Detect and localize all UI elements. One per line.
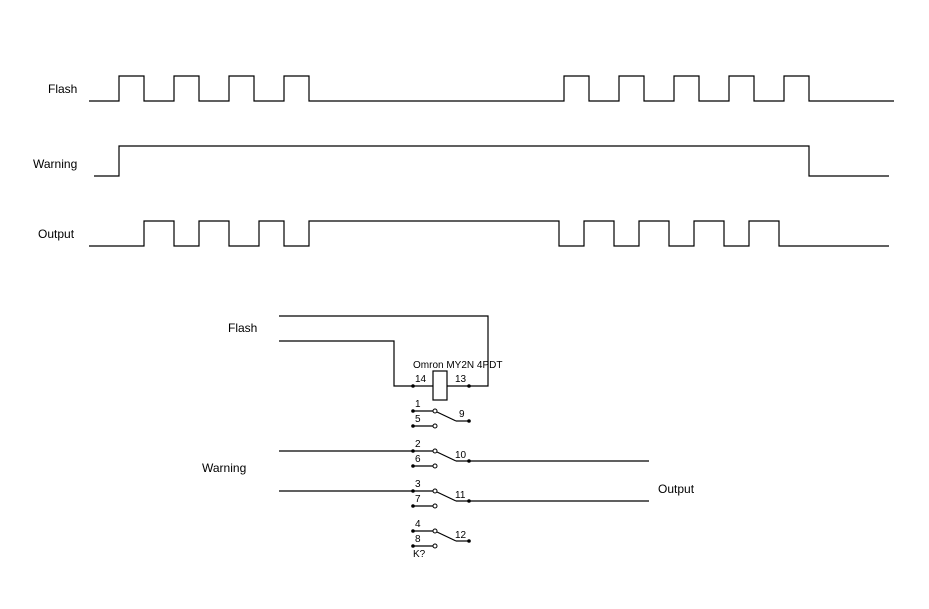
flash-wire-top [279,315,489,387]
waveform-warning [94,145,889,177]
pole-4-no-pin: 8 [415,534,421,545]
pole-1-com-pin: 9 [459,409,465,420]
pole-2-com-pin: 10 [455,450,467,461]
output-label: Output [658,482,695,496]
pole-3-no-pin: 7 [415,494,421,505]
pole-3-nc-pin: 3 [415,479,421,490]
waveform-flash [89,75,894,102]
relay-coil: 14 13 [411,370,471,401]
relay-pole-1: 1 5 9 [411,399,471,429]
input-label-warning: Warning [202,461,246,475]
pole-4-com-pin: 12 [455,530,467,541]
signal-label-warning: Warning [33,157,77,171]
signal-label-output: Output [38,227,75,241]
pole-2-no-pin: 6 [415,454,421,465]
waveform-output [89,220,889,247]
flash-wire-bottom [279,340,413,387]
pole-2-nc-pin: 2 [415,439,421,450]
coil-pin-13: 13 [455,374,467,385]
timing-diagram: Flash Warning Output [33,75,894,247]
relay-pole-3: 3 7 11 [279,479,649,509]
relay-schematic: Flash Warning Output Omron MY2N 4PDT 14 … [202,315,695,560]
input-label-flash: Flash [228,321,257,335]
pole-1-no-pin: 5 [415,414,421,425]
pole-1-nc-pin: 1 [415,399,421,410]
pole-4-nc-pin: 4 [415,519,421,530]
signal-label-flash: Flash [48,82,77,96]
relay-pole-4: 4 8 12 [411,519,471,549]
coil-pin-14: 14 [415,374,427,385]
relay-designator: K? [413,549,426,560]
relay-pole-2: 2 6 10 [279,439,649,469]
pole-3-com-pin: 11 [455,490,466,501]
relay-name: Omron MY2N 4PDT [413,360,502,371]
coil-icon [432,370,448,401]
